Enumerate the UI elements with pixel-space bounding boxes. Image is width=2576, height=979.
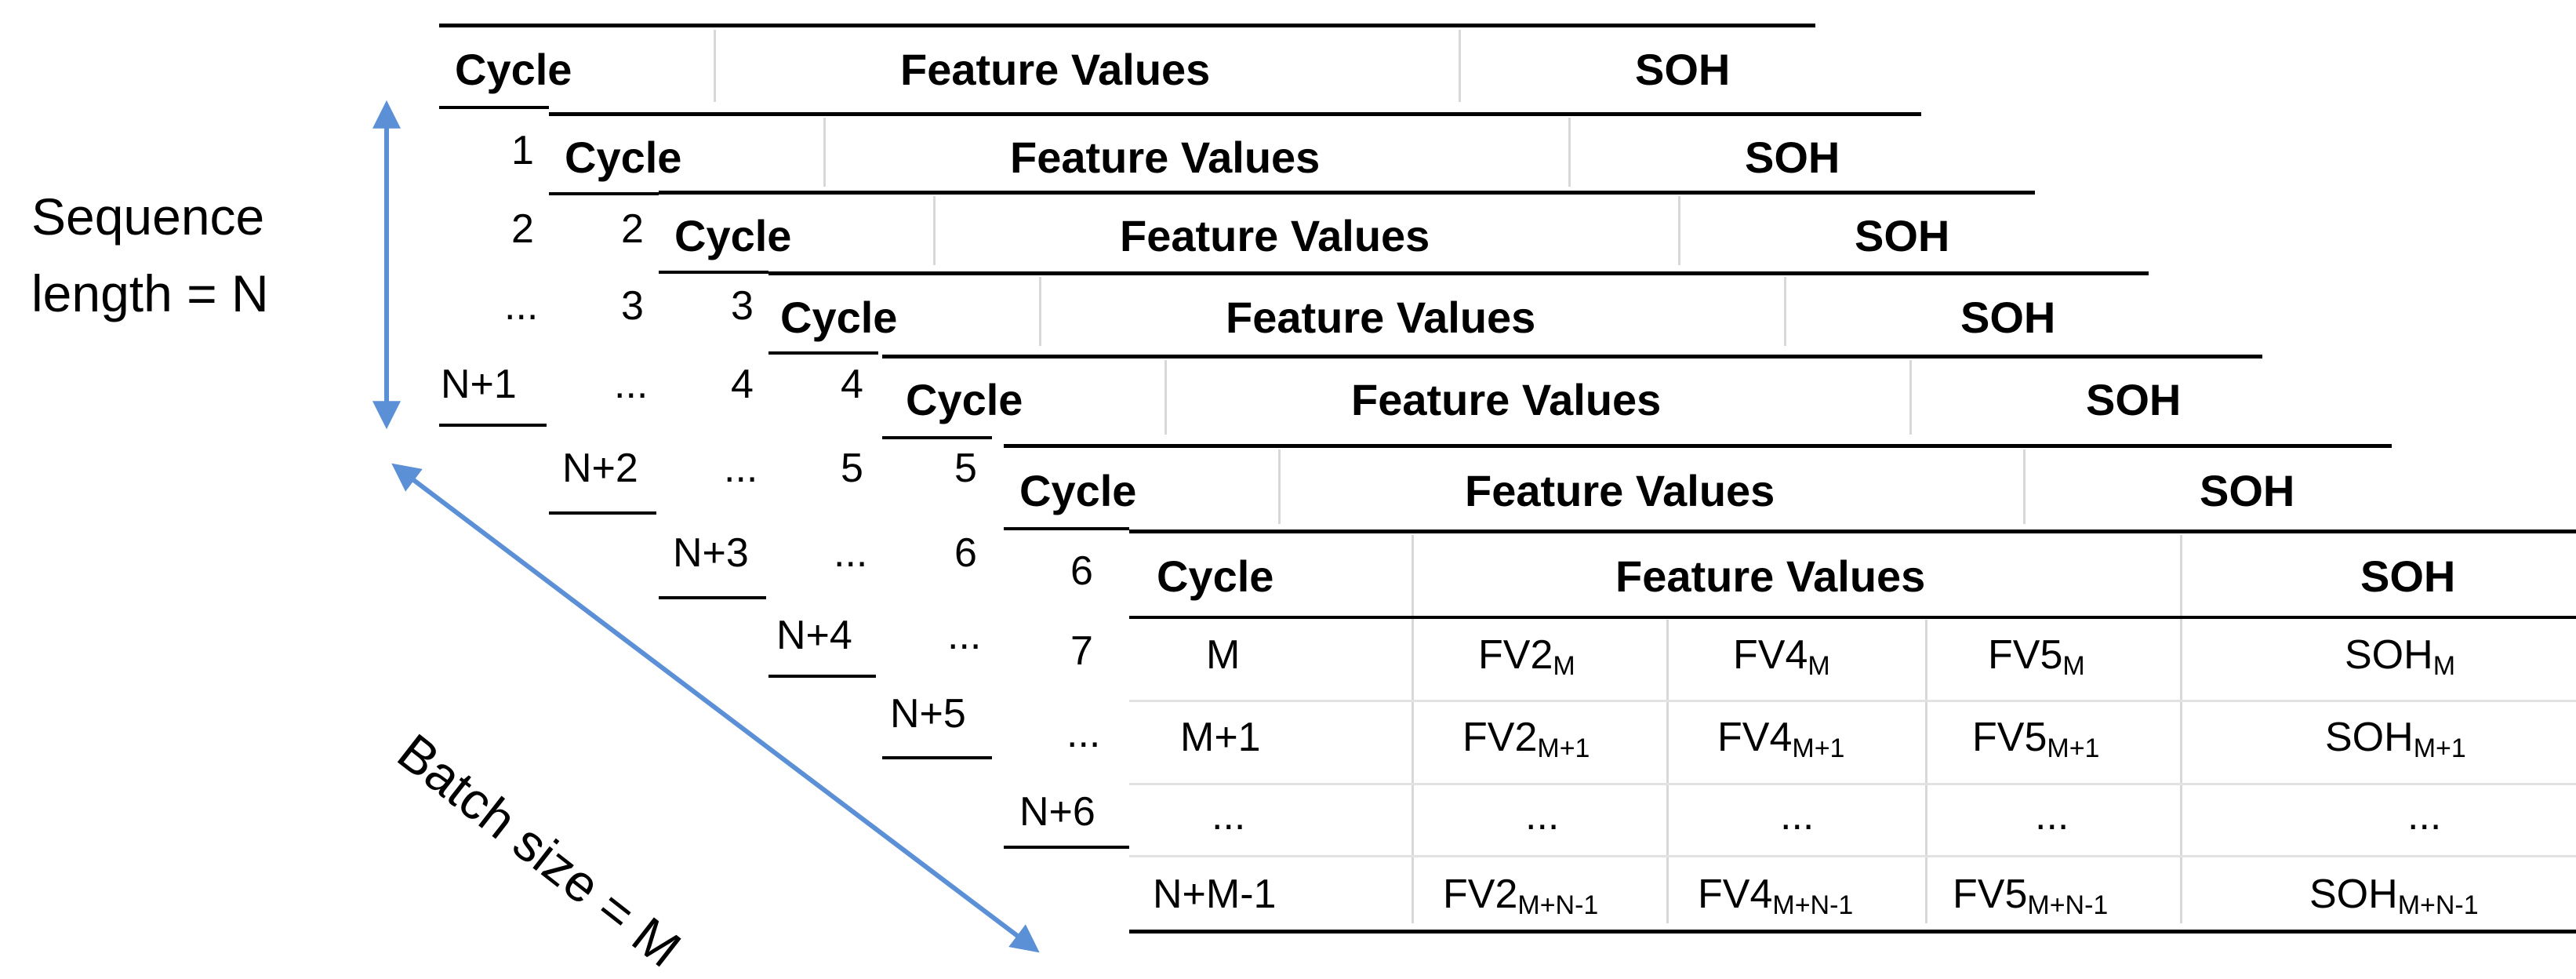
column-separator [1666,620,1669,923]
cycle-cell: M [1206,632,1241,678]
column-separator [714,30,716,102]
column-separator [1164,360,1167,435]
table-6-feature-header: Feature Values [1465,466,1775,515]
table-2-soh-header: SOH [1745,133,1840,182]
sequence-length-label-line1: Sequence [31,187,265,246]
cycle-cell: M+1 [1180,715,1261,760]
table-4-soh-header: SOH [1960,293,2056,342]
table-3-row-1: 3 [731,283,754,329]
fv5-cell: FV5M+1 [1972,715,2100,763]
table-6-row-2: 7 [1070,628,1093,674]
column-separator [1459,30,1461,102]
table-2-feature-header: Feature Values [1010,133,1321,182]
row-divider [1129,700,2576,702]
table-5-soh-header: SOH [2086,375,2182,424]
table-3-header-rule [659,271,768,274]
table-6-bottom-rule [1004,846,1129,849]
fv2-cell: FV2M+N-1 [1443,872,1599,920]
soh-cell: SOHM+1 [2325,715,2466,763]
table-1-row-2: 2 [511,206,534,252]
front-table-top-rule [1129,530,2576,533]
fv4-cell: FV4M+N-1 [1698,872,1854,920]
table-4-row-1: 4 [841,362,863,407]
table-3-row-2: 4 [731,362,754,407]
fv2-cell: FV2M+1 [1462,715,1590,763]
table-5-header-rule [882,436,992,439]
table-3-feature-header: Feature Values [1120,211,1430,260]
table-2-row-3: ... [614,362,649,407]
table-2-row-1: 2 [621,206,644,252]
table-2-top-rule [549,112,1921,116]
table-1-soh-header: SOH [1635,45,1731,94]
table-1-bottom-rule [439,424,547,427]
table-1-row-3: ... [504,283,539,329]
row-divider [1129,855,2576,857]
table-6-row-3: ... [1066,711,1101,756]
table-4-top-rule [768,271,2149,275]
soh-cell: SOHM+N-1 [2309,872,2479,920]
table-3-top-rule [659,191,2035,195]
front-feature-header: Feature Values [1615,551,1926,601]
cycle-cell: ... [1212,793,1246,839]
table-1-top-rule [439,24,1815,27]
table-5-top-rule [882,355,2262,358]
column-separator [1909,360,1912,435]
fv5-cell: ... [2035,793,2069,839]
column-separator [2180,535,2182,923]
table-3-cycle-header: Cycle [674,211,792,260]
column-separator [1568,118,1571,187]
batch-size-arrow [391,463,1040,953]
column-separator [2023,449,2026,524]
fv4-cell: FV4M [1733,632,1830,681]
table-1-feature-header: Feature Values [900,45,1211,94]
table-4-header-rule [768,351,878,355]
front-soh-header: SOH [2360,551,2456,601]
row-divider [1129,783,2576,785]
soh-cell: ... [2407,793,2442,839]
table-1-row-4: N+1 [441,362,517,407]
front-bottom-rule [1129,930,2576,934]
table-4-feature-header: Feature Values [1226,293,1536,342]
table-6-top-rule [1004,444,2392,448]
table-2-header-rule [549,192,659,195]
front-cycle-header: Cycle [1157,551,1274,601]
fv2-cell: FV2M [1478,632,1575,681]
table-6-row-1: 6 [1070,548,1093,594]
table-2-row-2: 3 [621,283,644,329]
column-separator [823,118,826,187]
table-4-cycle-header: Cycle [780,293,898,342]
fv4-cell: FV4M+1 [1717,715,1845,763]
fv4-cell: ... [1780,793,1815,839]
table-6-header-rule [1004,527,1129,530]
front-header-rule [1129,616,2576,619]
column-separator [1678,196,1680,265]
sequence-length-label-line2: length = N [31,264,269,322]
column-separator [1784,277,1786,346]
cycle-cell: N+M-1 [1153,872,1277,917]
fv5-cell: FV5M [1988,632,2085,681]
table-1-header-rule [439,106,549,109]
column-separator [1278,449,1281,524]
table-3-soh-header: SOH [1855,211,1950,260]
table-1-cycle-header: Cycle [455,45,572,94]
fv2-cell: ... [1525,793,1560,839]
table-6-soh-header: SOH [2200,466,2295,515]
column-separator [1412,535,1414,923]
table-2-cycle-header: Cycle [565,133,682,182]
column-separator [933,196,936,265]
soh-cell: SOHM [2345,632,2456,681]
table-5-cycle-header: Cycle [906,375,1023,424]
column-separator [1039,277,1041,346]
column-separator [1925,620,1927,923]
table-5-feature-header: Feature Values [1351,375,1662,424]
table-1-row-1: 1 [511,128,534,173]
fv5-cell: FV5M+N-1 [1953,872,2109,920]
